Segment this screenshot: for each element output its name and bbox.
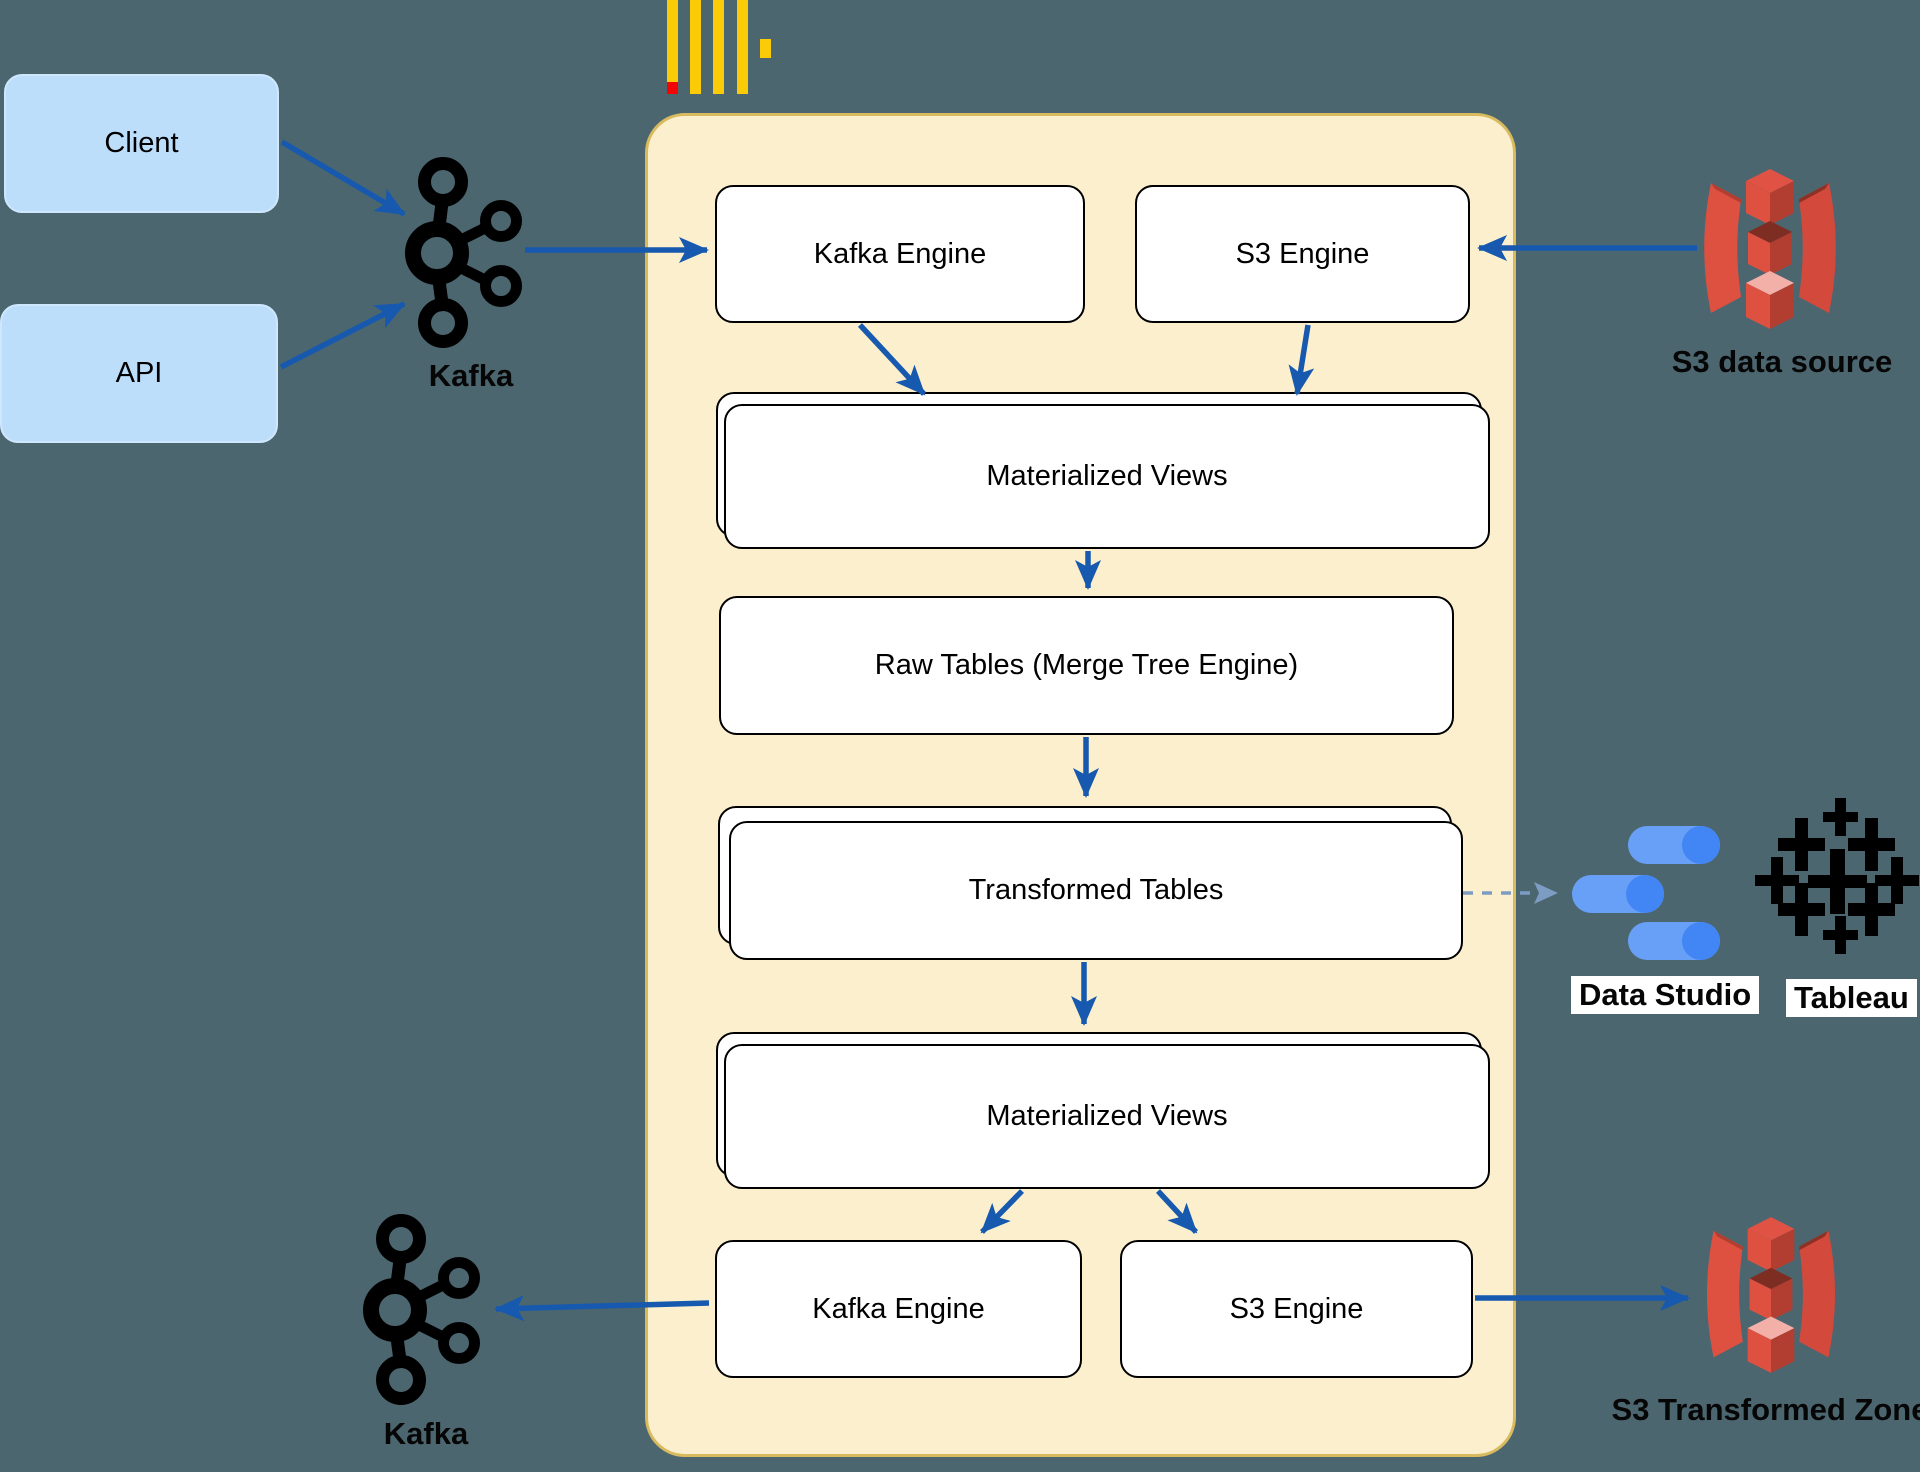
materialized-views-2-label: Materialized Views [986, 1100, 1228, 1132]
s3-bucket-icon [1704, 169, 1836, 329]
clickhouse-logo-icon [0, 0, 790, 100]
clickhouse-short-bar [760, 39, 771, 58]
s3-transformed-zone-label: S3 Transformed Zone [1611, 1392, 1920, 1427]
data-studio-icon [1572, 826, 1720, 960]
clickhouse-bar [737, 0, 748, 94]
materialized-views-1-label: Materialized Views [986, 460, 1228, 492]
transformed-tables-node: Transformed Tables [729, 821, 1463, 960]
clickhouse-bar [690, 0, 701, 94]
raw-tables-node: Raw Tables (Merge Tree Engine) [719, 596, 1454, 735]
clickhouse-red-square [667, 82, 678, 94]
s3-engine-bottom-node: S3 Engine [1120, 1240, 1473, 1378]
arrow-api-to-kafka [279, 301, 406, 370]
materialized-views-1-node: Materialized Views [724, 404, 1490, 549]
clickhouse-bar [667, 0, 678, 94]
s3-engine-bottom-label: S3 Engine [1229, 1292, 1364, 1325]
s3-engine-top-label: S3 Engine [1235, 237, 1370, 270]
data-studio-label: Data Studio [1571, 976, 1760, 1014]
kafka-engine-bottom-label: Kafka Engine [812, 1292, 985, 1325]
api-label: API [115, 357, 163, 389]
kafka-top-label: Kafka [428, 358, 514, 393]
tableau-label: Tableau [1786, 979, 1917, 1017]
kafka-icon [413, 164, 517, 342]
s3-bucket-icon [1707, 1217, 1835, 1373]
kafka-bottom-label: Kafka [383, 1416, 469, 1451]
kafka-icon [371, 1221, 475, 1399]
client-label: Client [104, 127, 179, 159]
clickhouse-bar [713, 0, 724, 94]
raw-tables-label: Raw Tables (Merge Tree Engine) [874, 649, 1299, 681]
kafka-engine-top-label: Kafka Engine [813, 237, 987, 270]
api-node: API [0, 304, 278, 443]
s3-data-source-label: S3 data source [1671, 344, 1893, 379]
arrow-client-to-kafka [280, 139, 406, 217]
s3-engine-top-node: S3 Engine [1135, 185, 1470, 323]
kafka-engine-bottom-node: Kafka Engine [715, 1240, 1082, 1378]
client-node: Client [4, 74, 279, 213]
tableau-icon [1755, 798, 1919, 954]
transformed-tables-label: Transformed Tables [968, 874, 1224, 906]
materialized-views-2-node: Materialized Views [724, 1044, 1490, 1189]
kafka-engine-top-node: Kafka Engine [715, 185, 1085, 323]
